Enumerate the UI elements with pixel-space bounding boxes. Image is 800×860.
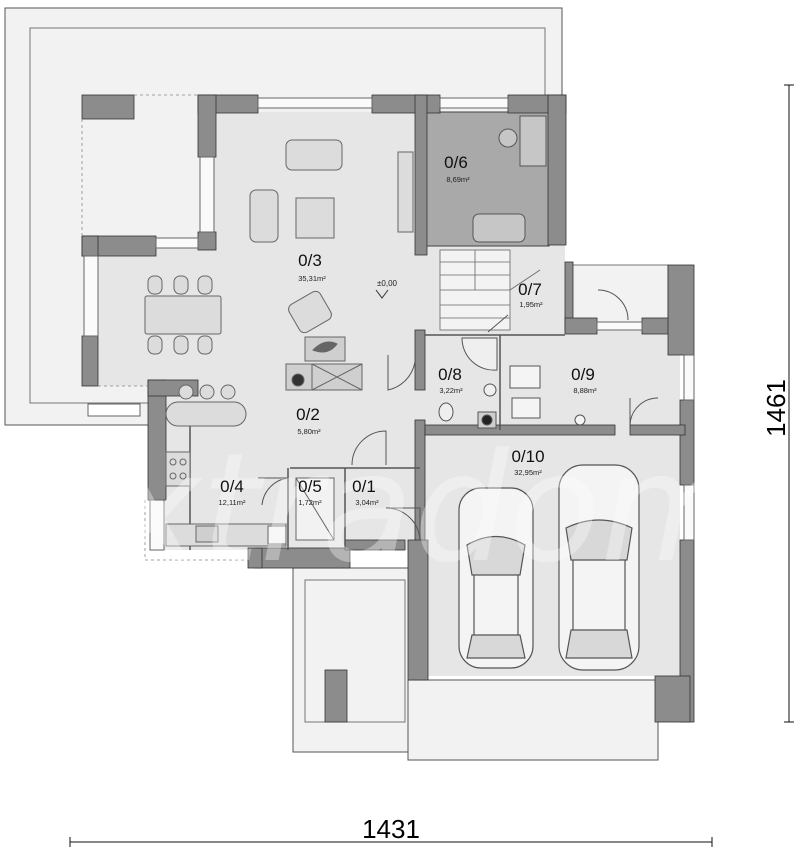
room-01-area: 3,04m² [355, 498, 379, 507]
level-marker-arrow [375, 289, 389, 299]
room-10-area: 32,95m² [514, 468, 542, 477]
room-07-number: 0/7 [518, 280, 542, 299]
room-04-number: 0/4 [220, 477, 244, 496]
room-02-number: 0/2 [296, 405, 320, 424]
stairs [439, 249, 541, 331]
room-03-number: 0/3 [298, 251, 322, 270]
car-right [558, 464, 640, 671]
room-04-area: 12,11m² [219, 498, 246, 507]
pergola-lines [81, 94, 255, 561]
car-left [458, 487, 534, 669]
room-05-area: 1,72m² [298, 498, 322, 507]
front-terrace [292, 567, 659, 761]
room-03-area: 35,31m² [298, 274, 326, 283]
room-02-area: 5,80m² [297, 427, 321, 436]
doors [258, 289, 659, 541]
furniture-utility [509, 365, 586, 426]
furniture-bathroom [438, 337, 498, 429]
room-06-number: 0/6 [444, 153, 468, 172]
furniture-living [144, 139, 414, 391]
furniture-office [472, 115, 547, 243]
room-08-number: 0/8 [438, 365, 462, 384]
room-08-area: 3,22m² [439, 386, 463, 395]
room-05-number: 0/5 [298, 477, 322, 496]
room-09-area: 8,88m² [573, 386, 597, 395]
level-marker: ±0,00 [377, 279, 398, 288]
room-01-number: 0/1 [352, 477, 376, 496]
dimension-width-label: 1431 [362, 814, 420, 844]
room-06-area: 8,69m² [446, 175, 470, 184]
dimension-height-label: 1461 [761, 379, 791, 437]
room-labels: 0/3 35,31m² 0/6 8,69m² 0/7 1,95m² 0/8 3,… [219, 153, 598, 507]
furniture-kitchen [165, 384, 335, 547]
windows [83, 97, 695, 551]
walls [81, 94, 695, 723]
room-10-number: 0/10 [511, 447, 544, 466]
room-09-number: 0/9 [571, 365, 595, 384]
side-terrace [567, 264, 669, 324]
watermark: extradom [20, 422, 747, 596]
dimension-width: 1431 [69, 814, 713, 847]
room-07-area: 1,95m² [519, 300, 543, 309]
dimension-height: 1461 [761, 84, 794, 723]
